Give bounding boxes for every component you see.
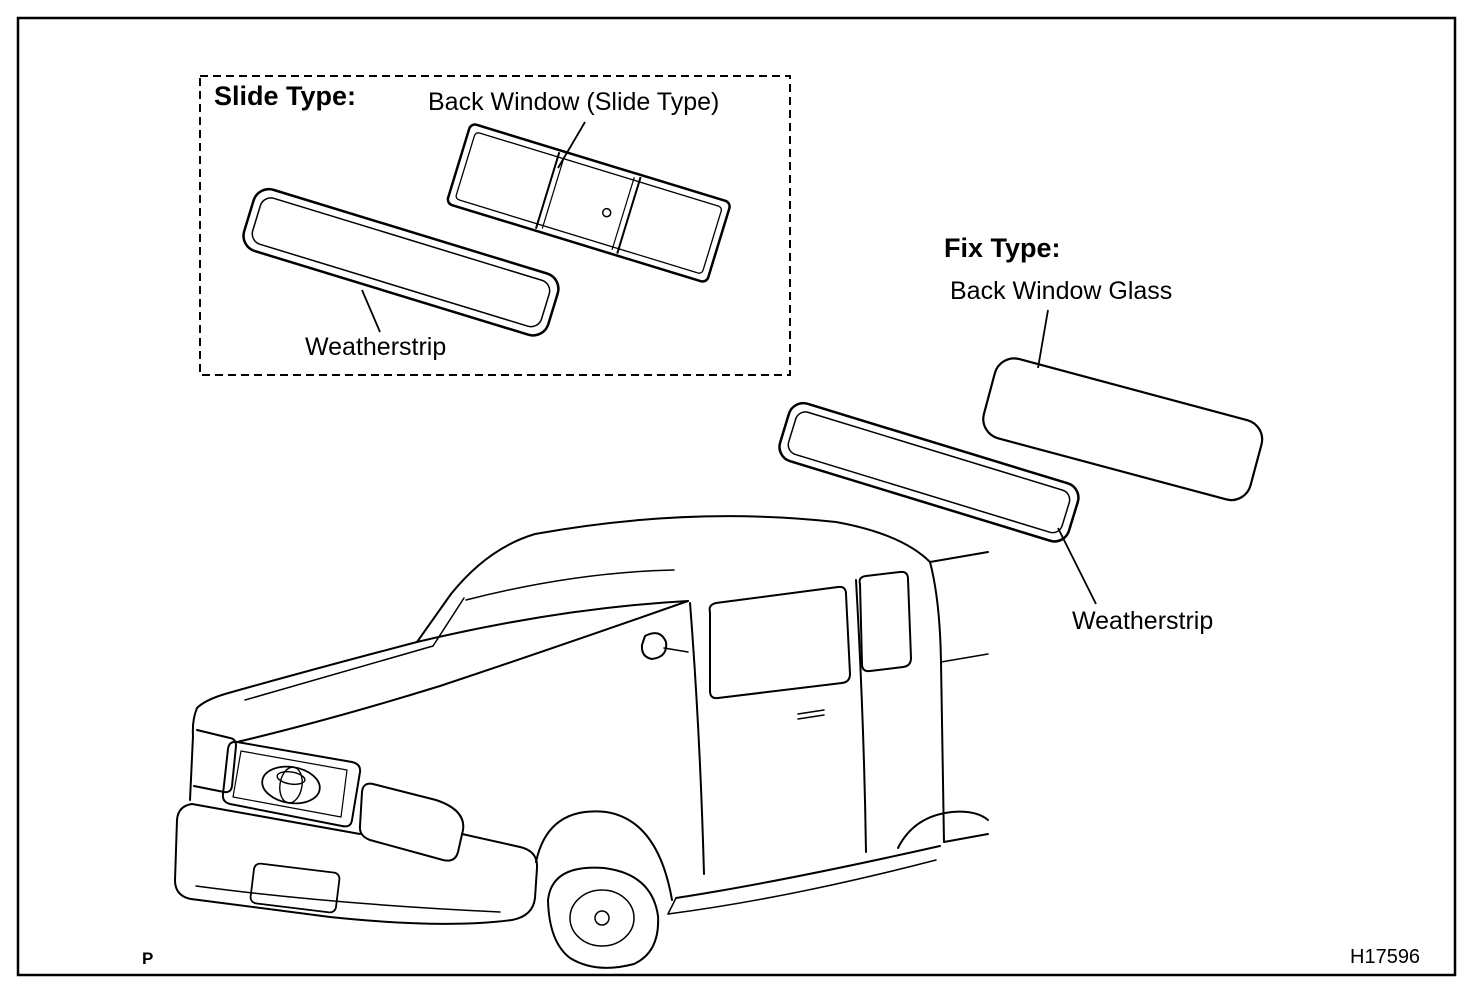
truck-headlight-right xyxy=(358,782,465,862)
fix-back-window-drawing xyxy=(982,357,1264,502)
truck-emblem xyxy=(261,765,321,805)
fix-type-heading: Fix Type: xyxy=(944,233,1061,263)
truck-bed-rail xyxy=(929,551,989,563)
truck-a-pillar xyxy=(416,593,452,643)
slide-back-window-drawing xyxy=(446,123,731,283)
diagram-border xyxy=(16,16,1457,977)
truck-fender-arch xyxy=(535,810,673,901)
leader-slide-back-window xyxy=(557,121,586,169)
fix-weatherstrip-label: Weatherstrip xyxy=(1072,607,1214,635)
slide-weatherstrip-drawing xyxy=(242,187,560,337)
fix-weatherstrip-drawing xyxy=(778,401,1080,543)
leader-fix-weatherstrip xyxy=(1057,527,1097,605)
slide-type-box xyxy=(199,75,791,376)
leader-lines xyxy=(361,121,1097,605)
slide-weatherstrip-label: Weatherstrip xyxy=(305,333,447,361)
slide-back-window-label: Back Window (Slide Type) xyxy=(428,88,720,116)
truck-drawing xyxy=(174,515,989,969)
truck-rear-arch xyxy=(897,810,989,849)
truck-door-rear-edge xyxy=(855,579,867,853)
page-marker: P xyxy=(142,949,154,968)
slide-type-heading: Slide Type: xyxy=(214,81,357,111)
truck-cab-rear xyxy=(835,521,945,843)
truck-quarter-window xyxy=(858,570,912,673)
truck-grille xyxy=(221,740,362,828)
truck-door-handle xyxy=(797,709,825,720)
truck-front-wheel xyxy=(547,866,660,969)
truck-hood-far-edge xyxy=(236,600,689,743)
figure-code: H17596 xyxy=(1350,946,1421,968)
truck-door-window xyxy=(708,585,851,700)
truck-cowl xyxy=(416,600,689,643)
truck-hood-edge xyxy=(196,641,418,709)
truck-headlight-left xyxy=(193,729,237,794)
fix-back-window-label: Back Window Glass xyxy=(950,277,1173,305)
truck-bumper xyxy=(174,803,539,925)
truck-mirror xyxy=(640,632,668,660)
leader-fix-back-window xyxy=(1037,309,1049,369)
leader-slide-weatherstrip xyxy=(361,289,381,333)
truck-roof xyxy=(450,515,837,595)
truck-door-front-edge xyxy=(689,602,705,875)
